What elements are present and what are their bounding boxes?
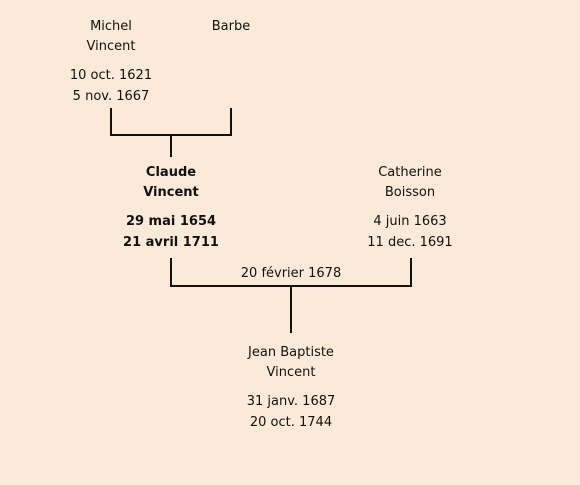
connector-line [230,108,232,135]
person-last-name: Vincent [86,39,136,54]
connector-line [410,258,412,286]
person-last-name: Vincent [143,185,199,200]
person-birth-date: 29 mai 1654 [125,214,217,229]
person-michel-vincent[interactable]: Michel Vincent 10 oct. 1621 5 nov. 1667 [31,17,191,107]
connector-line [170,134,172,157]
person-birth-date: 4 juin 1663 [373,214,447,229]
connector-line [110,108,112,135]
person-birth-date: 10 oct. 1621 [69,68,153,83]
person-first-name: Michel [90,19,132,34]
connector-line [290,285,292,333]
person-first-name: Barbe [211,19,251,34]
marriage-date: 20 février 1678 [240,266,342,281]
person-death-date: 11 dec. 1691 [367,235,453,250]
person-catherine-boisson[interactable]: Catherine Boisson 4 juin 1663 11 dec. 16… [330,163,490,253]
person-death-date: 21 avril 1711 [123,235,219,250]
person-first-name: Catherine [378,165,442,180]
person-claude-vincent[interactable]: Claude Vincent 29 mai 1654 21 avril 1711 [91,163,251,253]
connector-line [170,258,172,286]
person-last-name: Vincent [266,365,316,380]
person-last-name: Boisson [384,185,436,200]
person-death-date: 20 oct. 1744 [249,415,333,430]
person-barbe[interactable]: Barbe [151,17,311,37]
person-first-name: Claude [145,165,197,180]
person-first-name: Jean Baptiste [248,345,334,360]
person-death-date: 5 nov. 1667 [72,89,150,104]
person-birth-date: 31 janv. 1687 [246,394,336,409]
person-jean-baptiste-vincent[interactable]: Jean Baptiste Vincent 31 janv. 1687 20 o… [211,343,371,433]
